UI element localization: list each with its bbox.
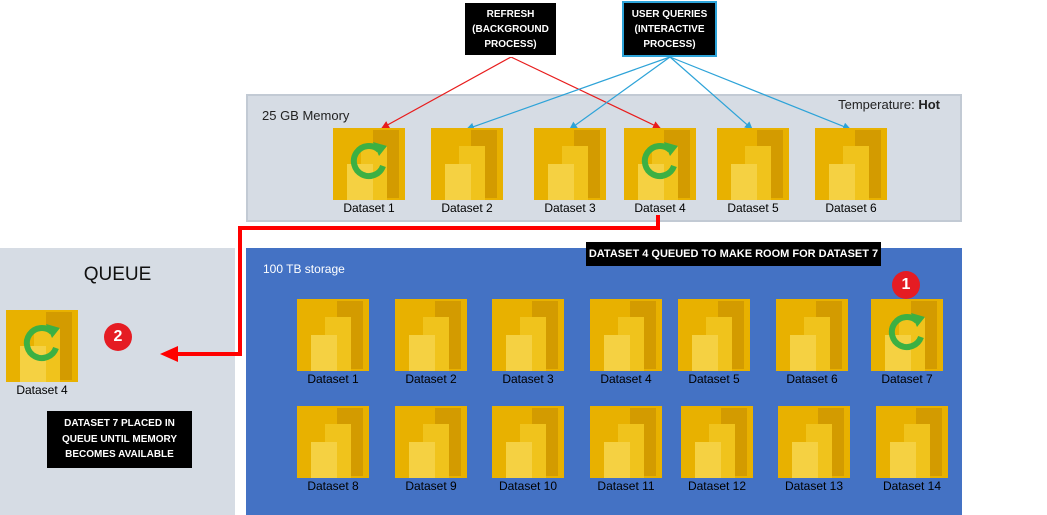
dataset-tile: Dataset 9 [386, 406, 476, 493]
dataset-tile: Dataset 2 [422, 128, 512, 215]
dataset-tile: Dataset 14 [867, 406, 957, 493]
dataset-icon [871, 299, 943, 371]
step-badge-2: 2 [104, 323, 132, 351]
dataset-tile: Dataset 5 [708, 128, 798, 215]
dataset-name: Dataset 12 [687, 479, 747, 493]
refresh-label-line3: process) [484, 38, 537, 50]
queued-banner: Dataset 4 queued to make room for datase… [586, 242, 881, 266]
dataset-icon [776, 299, 848, 371]
dataset-name: Dataset 6 [825, 201, 877, 215]
dataset-icon [492, 406, 564, 478]
dataset-tile: Dataset 4 [0, 310, 87, 397]
dataset-name: Dataset 4 [600, 372, 652, 386]
dataset-name: Dataset 8 [307, 479, 359, 493]
dataset-tile: Dataset 6 [767, 299, 857, 386]
dataset-name: Dataset 9 [405, 479, 457, 493]
dataset-name: Dataset 5 [727, 201, 779, 215]
queries-label-line2: (interactive [634, 23, 705, 35]
dataset-name: Dataset 6 [786, 372, 838, 386]
user-queries-label: User queries (interactive process) [622, 1, 717, 57]
dataset-name: Dataset 7 [881, 372, 933, 386]
queries-label-line3: process) [643, 38, 696, 50]
refresh-label: Refresh (background process) [463, 1, 558, 57]
dataset-tile: Dataset 8 [288, 406, 378, 493]
step-badge-1: 1 [892, 271, 920, 299]
queue-note-line3: becomes available [65, 449, 174, 461]
queue-note: Dataset 7 placed in queue until memory b… [47, 411, 192, 468]
temperature-label: Temperature: [838, 97, 915, 112]
queue-note-line1: Dataset 7 placed in [64, 418, 175, 430]
dataset-icon [492, 299, 564, 371]
dataset-tile: Dataset 11 [581, 406, 671, 493]
dataset-icon [590, 406, 662, 478]
dataset-icon [395, 299, 467, 371]
dataset-icon [431, 128, 503, 200]
refresh-icon [23, 325, 59, 362]
dataset-icon [6, 310, 78, 382]
queue-note-line2: queue until memory [61, 433, 177, 445]
dataset-tile: Dataset 3 [525, 128, 615, 215]
temperature-indicator: Temperature: Hot [838, 97, 940, 112]
dataset-icon [297, 406, 369, 478]
refresh-label-line2: (background [472, 23, 549, 35]
refresh-label-line1: Refresh [486, 8, 535, 20]
dataset-name: Dataset 3 [502, 372, 554, 386]
dataset-name: Dataset 5 [688, 372, 740, 386]
dataset-icon [778, 406, 850, 478]
dataset-icon [395, 406, 467, 478]
dataset-name: Dataset 13 [784, 479, 844, 493]
dataset-icon [681, 406, 753, 478]
refresh-icon [888, 314, 924, 351]
dataset-name: Dataset 4 [634, 201, 686, 215]
memory-title: 25 GB Memory [262, 108, 350, 123]
dataset-tile: Dataset 4 [581, 299, 671, 386]
refresh-icon [641, 143, 677, 180]
queue-title: QUEUE [83, 264, 152, 285]
dataset-icon [590, 299, 662, 371]
dataset-tile: Dataset 4 [615, 128, 705, 215]
storage-title: 100 TB storage [263, 262, 345, 276]
dataset-tile: Dataset 1 [288, 299, 378, 386]
dataset-name: Dataset 1 [307, 372, 359, 386]
dataset-name: Dataset 14 [882, 479, 942, 493]
dataset-icon [876, 406, 948, 478]
dataset-tile: Dataset 13 [769, 406, 859, 493]
dataset-tile: Dataset 7 [862, 299, 952, 386]
dataset-name: Dataset 2 [441, 201, 493, 215]
refresh-icon [350, 143, 386, 180]
dataset-tile: Dataset 6 [806, 128, 896, 215]
dataset-name: Dataset 2 [405, 372, 457, 386]
dataset-tile: Dataset 1 [324, 128, 414, 215]
dataset-name: Dataset 3 [544, 201, 596, 215]
dataset-icon [678, 299, 750, 371]
dataset-tile: Dataset 5 [669, 299, 759, 386]
dataset-icon [717, 128, 789, 200]
dataset-icon [297, 299, 369, 371]
dataset-tile: Dataset 2 [386, 299, 476, 386]
dataset-tile: Dataset 10 [483, 406, 573, 493]
dataset-tile: Dataset 3 [483, 299, 573, 386]
dataset-name: Dataset 4 [16, 383, 68, 397]
dataset-icon [534, 128, 606, 200]
queries-label-line1: User queries [631, 8, 708, 20]
dataset-icon [815, 128, 887, 200]
dataset-name: Dataset 11 [597, 479, 655, 493]
temperature-value: Hot [918, 97, 940, 112]
dataset-tile: Dataset 12 [672, 406, 762, 493]
dataset-icon [624, 128, 696, 200]
dataset-name: Dataset 1 [343, 201, 395, 215]
dataset-name: Dataset 10 [498, 479, 558, 493]
dataset-icon [333, 128, 405, 200]
